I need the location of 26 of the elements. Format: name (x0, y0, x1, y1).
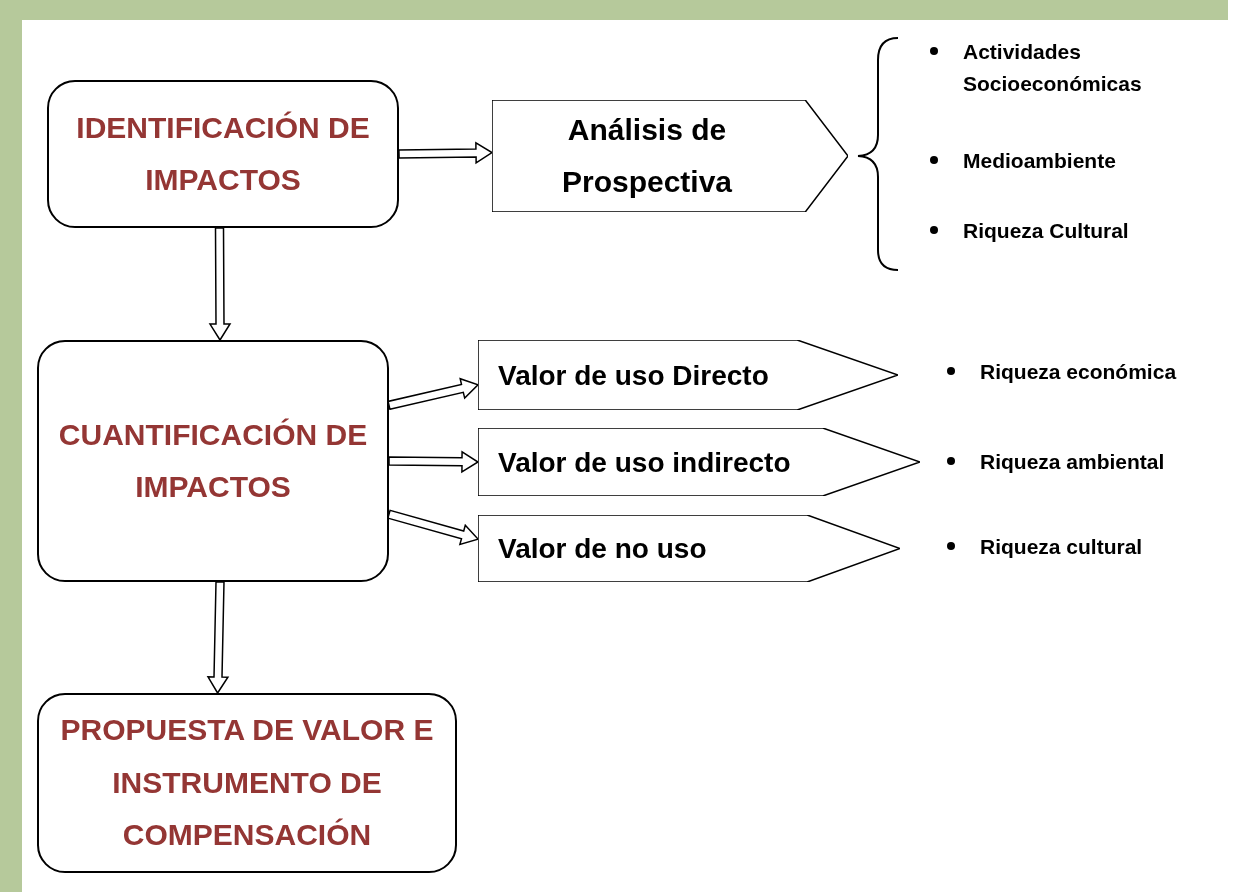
block-arrow (388, 450, 480, 474)
process-box (47, 80, 399, 228)
box-label: IDENTIFICACIÓN DE IMPACTOS (75, 109, 371, 198)
process-box (37, 340, 389, 582)
block-arrow (208, 227, 232, 342)
bullet-text: Medioambiente (963, 148, 1116, 174)
box-label: PROPUESTA DE VALOR E INSTRUMENTO DE COMPENSACIÓN (59, 712, 435, 854)
pentagon-arrow-box (478, 515, 900, 582)
box-label: CUANTIFICACIÓN DE IMPACTOS (57, 416, 369, 505)
pentagon-arrow-box (478, 340, 898, 410)
block-arrow (398, 141, 494, 165)
bullet-text: Riqueza económica (980, 359, 1177, 385)
bullet-text: Actividades Socioeconómicas (963, 39, 1143, 97)
process-box (37, 693, 457, 873)
box-label: Valor de uso indirecto (498, 445, 791, 480)
bullet-text: Riqueza ambiental (980, 449, 1165, 475)
bullet-text: Riqueza Cultural (963, 218, 1129, 244)
block-arrow (206, 581, 230, 695)
pentagon-arrow-box (492, 100, 848, 212)
pentagon-arrow-box (478, 428, 920, 496)
block-arrow (386, 509, 480, 546)
box-label: Valor de uso Directo (498, 358, 769, 393)
bullet-text: Riqueza cultural (980, 534, 1143, 560)
box-label: Valor de no uso (498, 532, 707, 566)
box-label: Análisis de Prospectiva (560, 111, 734, 200)
block-arrow (387, 377, 480, 411)
